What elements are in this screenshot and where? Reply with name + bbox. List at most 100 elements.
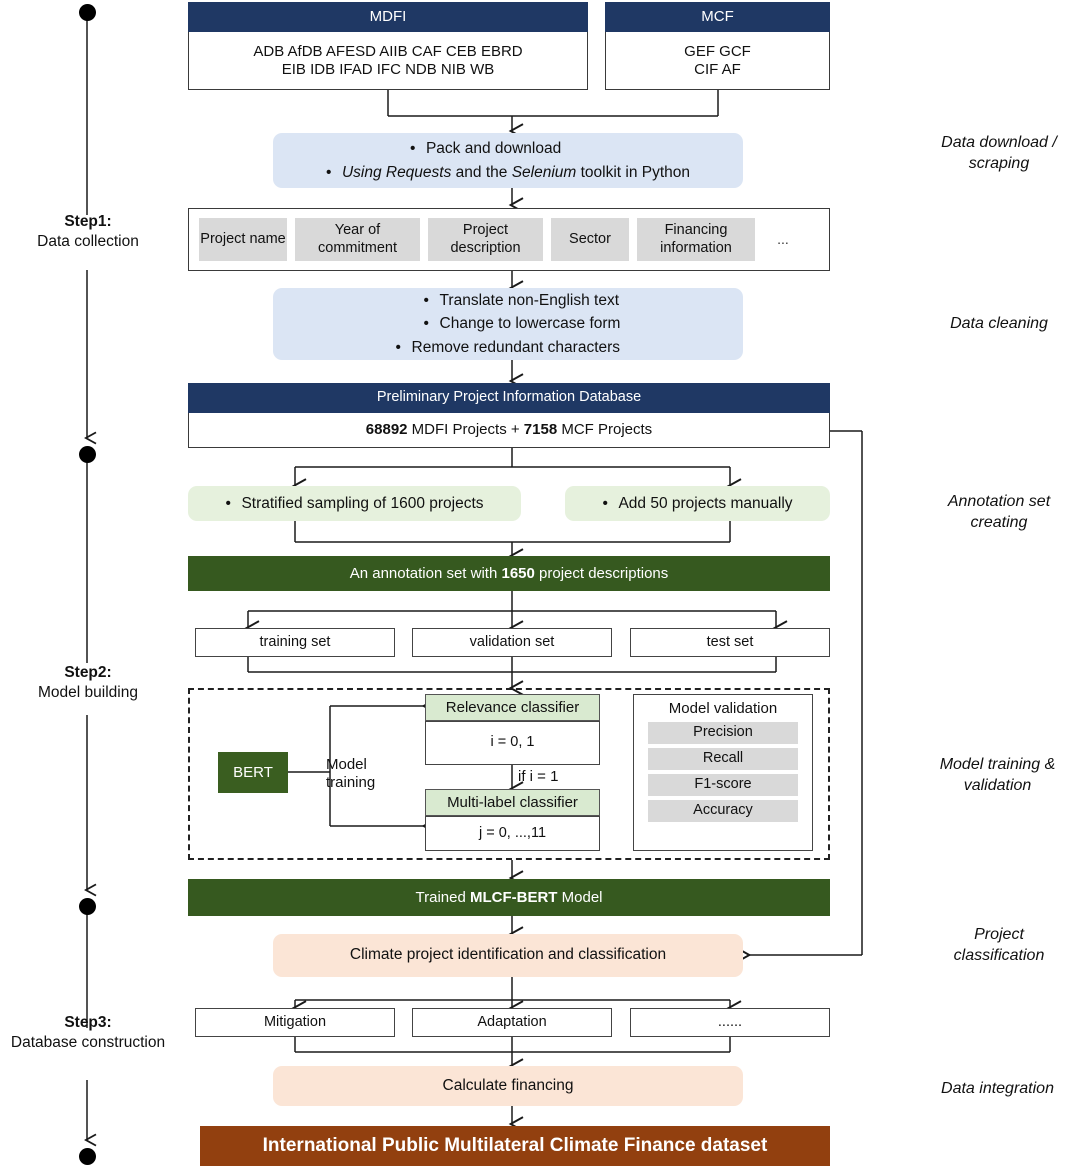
stratified-sampling-box: Stratified sampling of 1600 projects <box>188 486 521 521</box>
relevance-classifier-value: i = 0, 1 <box>425 721 600 765</box>
side-label-line1: Data cleaning <box>950 315 1048 332</box>
side-label-line2: creating <box>970 513 1028 531</box>
bullet2-selenium: Selenium <box>511 163 577 181</box>
step1-number: Step1: <box>64 213 112 230</box>
annotation-count: 1650 <box>501 564 535 582</box>
side-label-line1: Model training & <box>939 756 1056 773</box>
field-chip-ellipsis: ... <box>777 231 789 248</box>
model-training-line2: training <box>326 774 376 791</box>
bullet2-post: toolkit in Python <box>576 163 691 181</box>
field-chip-year-of-commitment: Year of commitment <box>295 218 420 261</box>
sampling-right-label: Add 50 projects manually <box>602 496 792 512</box>
side-label-line2: scraping <box>968 154 1030 172</box>
manual-add-box: Add 50 projects manually <box>565 486 830 521</box>
mcf-members: GEF GCF CIF AF <box>605 32 830 90</box>
mdfi-members: ADB AfDB AFESD AIIB CAF CEB EBRD EIB IDB… <box>188 32 588 90</box>
sampling-bullet: Stratified sampling of 1600 projects <box>225 496 483 512</box>
timeline-dot-step3 <box>79 1148 96 1165</box>
side-label-line1: Data integration <box>941 1080 1054 1097</box>
field-chip-project-name: Project name <box>199 218 287 261</box>
split-box-test-set: test set <box>630 628 830 657</box>
side-label-line1: Annotation set <box>947 493 1051 510</box>
category-box-mitigation: Mitigation <box>195 1008 395 1037</box>
trained-pre: Trained <box>415 888 470 906</box>
download-box: Pack and download Using Requests and the… <box>273 133 743 188</box>
cleaning-box: Translate non-English text Change to low… <box>273 288 743 360</box>
cleaning-bullet-2: Change to lowercase form <box>396 312 621 335</box>
annotation-set-text: An annotation set with 1650 project desc… <box>350 565 669 583</box>
multilabel-classifier-header: Multi-label classifier <box>425 789 600 816</box>
field-label: Financing information <box>660 222 732 256</box>
side-label-line1: Project <box>974 926 1024 943</box>
mcf-count-label: MCF Projects <box>557 421 653 439</box>
step1-title: Data collection <box>37 232 139 250</box>
model-training-label: Model training <box>320 752 398 796</box>
mcf-line2: CIF AF <box>694 60 741 78</box>
timeline-dot-step2 <box>79 898 96 915</box>
annotation-post: project descriptions <box>534 564 669 582</box>
side-label-data-cleaning: Data cleaning <box>920 314 1078 335</box>
sampling-left-label: Stratified sampling of 1600 projects <box>225 496 483 512</box>
bert-box: BERT <box>218 752 288 793</box>
condition-label: if i = 1 <box>518 768 559 786</box>
field-label: Project description <box>450 222 521 256</box>
step-label-step3: Step3: Database construction <box>2 1013 174 1053</box>
metric-f1-score: F1-score <box>648 773 798 796</box>
mcf-line1: GEF GCF <box>684 42 751 60</box>
timeline-dot-step1 <box>79 446 96 463</box>
timeline-dot-start <box>79 4 96 21</box>
metric-accuracy: Accuracy <box>648 799 798 822</box>
database-header: Preliminary Project Information Database <box>188 383 830 413</box>
trained-model-box: Trained MLCF-BERT Model <box>188 879 830 916</box>
side-label-model-training: Model training & validation <box>915 755 1080 797</box>
relevance-classifier-header: Relevance classifier <box>425 694 600 721</box>
mdfi-project-count: 68892 <box>365 421 408 439</box>
field-chip-financing-information: Financing information <box>637 218 755 261</box>
side-label-line2: validation <box>963 776 1032 794</box>
step2-title: Model building <box>38 683 138 701</box>
download-bullets: Pack and download Using Requests and the… <box>326 137 690 184</box>
mdfi-count-label: MDFI Projects + <box>407 421 524 439</box>
model-validation-panel: Model validation Precision Recall F1-sco… <box>633 694 813 851</box>
annotation-set-box: An annotation set with 1650 project desc… <box>188 556 830 591</box>
metric-recall: Recall <box>648 747 798 770</box>
download-bullet-2: Using Requests and the Selenium toolkit … <box>326 161 690 184</box>
trained-post: Model <box>557 888 603 906</box>
mdfi-line1: ADB AfDB AFESD AIIB CAF CEB EBRD <box>253 42 523 60</box>
side-label-line2: classification <box>953 946 1045 964</box>
mcf-project-count: 7158 <box>523 421 558 439</box>
side-label-line1: Data download / <box>941 134 1057 151</box>
cleaning-bullets: Translate non-English text Change to low… <box>396 289 621 359</box>
download-bullet-1: Pack and download <box>326 137 690 160</box>
side-label-data-download: Data download / scraping <box>920 133 1078 175</box>
manual-bullet: Add 50 projects manually <box>602 496 792 512</box>
split-box-training-set: training set <box>195 628 395 657</box>
final-dataset-box: International Public Multilateral Climat… <box>200 1126 830 1166</box>
model-training-line1: Model <box>326 756 367 774</box>
mcf-header: MCF <box>605 2 830 32</box>
field-chip-project-description: Project description <box>428 218 543 261</box>
climate-classification-box: Climate project identification and class… <box>273 934 743 977</box>
bullet2-requests: Using Requests <box>341 163 452 181</box>
category-box-more: ...... <box>630 1008 830 1037</box>
fields-container: Project name Year of commitment Project … <box>188 208 830 271</box>
step2-number: Step2: <box>64 664 112 681</box>
cleaning-bullet-1: Translate non-English text <box>396 289 621 312</box>
mdfi-header: MDFI <box>188 2 588 32</box>
database-counts: 68892 MDFI Projects + 7158 MCF Projects <box>188 413 830 448</box>
step-label-step2: Step2: Model building <box>2 663 174 703</box>
step-label-step1: Step1: Data collection <box>2 212 174 252</box>
split-box-validation-set: validation set <box>412 628 612 657</box>
trained-model-name: MLCF-BERT <box>469 888 558 906</box>
side-label-data-integration: Data integration <box>915 1079 1080 1100</box>
database-count-text: 68892 MDFI Projects + 7158 MCF Projects <box>366 421 652 439</box>
model-validation-title: Model validation <box>668 700 778 717</box>
multilabel-classifier-value: j = 0, ...,11 <box>425 816 600 851</box>
cleaning-bullet-3: Remove redundant characters <box>396 336 621 359</box>
metric-precision: Precision <box>648 721 798 744</box>
trained-model-text: Trained MLCF-BERT Model <box>416 889 603 907</box>
field-chip-sector: Sector <box>551 218 629 261</box>
bullet2-mid: and the <box>451 163 512 181</box>
category-box-adaptation: Adaptation <box>412 1008 612 1037</box>
